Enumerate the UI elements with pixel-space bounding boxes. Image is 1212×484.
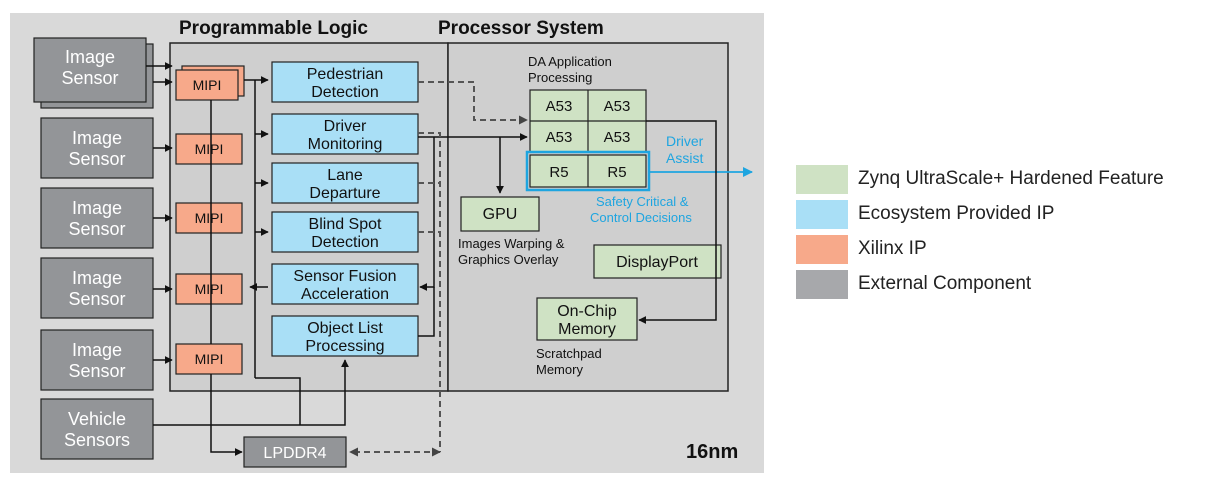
gpu-block: GPU [460,196,540,232]
legend-label: Xilinx IP [858,238,927,259]
sensor-fusion-acceleration-block: Sensor Fusion Acceleration [271,263,419,305]
gpu-caption: Images Warping & [458,236,565,251]
lpddr4-label: LPDDR4 [263,445,326,462]
driver-assist-label: Assist [666,150,703,166]
lane-departure-block: Lane Departure [271,162,419,204]
legend-swatch-ecosystem [796,200,848,229]
legend-swatch-hardened [796,165,848,194]
mipi-label: MIPI [195,141,224,157]
sensor-label: Image [72,198,122,218]
legend-swatch-xilinx [796,235,848,264]
sensor-1-stack [33,37,154,109]
mipi-label: MIPI [195,281,224,297]
ip-label: Pedestrian [307,66,384,83]
sensor-label: Sensor [68,219,125,239]
sensor-label: Image [65,47,115,67]
ip-label: Acceleration [301,286,389,303]
mipi-label: MIPI [195,351,224,367]
gpu-label: GPU [483,206,518,223]
sensor-to-mipi-arrows [146,62,173,364]
r5-core-pair: R5 R5 [525,150,651,192]
processor-system-title: Processor System [438,18,604,39]
driver-assist-label: Driver [666,133,704,149]
mipi-label: MIPI [195,210,224,226]
image-sensor-1: Image Sensor [61,47,118,88]
ip-to-ps-connections [418,133,528,337]
driver-monitoring-block: Driver Monitoring [271,113,419,155]
legend-label: External Component [858,273,1032,294]
process-node-label: 16nm [686,441,738,463]
mipi-label: MIPI [193,77,222,93]
safety-critical-label: Control Decisions [590,210,692,225]
on-chip-memory-label: Memory [558,321,616,338]
r5-core-label: R5 [549,164,568,181]
on-chip-memory-label: On-Chip [557,303,617,320]
a53-core-label: A53 [546,98,573,115]
scratchpad-caption: Scratchpad [536,346,602,361]
dashed-connections [349,81,528,457]
sensor-label: Sensor [68,149,125,169]
blind-spot-detection-block: Blind Spot Detection [271,211,419,253]
legend-item: Zynq UltraScale+ Hardened Feature [796,165,1206,200]
ip-label: Detection [311,234,379,251]
legend-item: Xilinx IP [796,235,1206,270]
sensor-label: Image [72,128,122,148]
ip-label: Blind Spot [309,216,382,233]
a53-core-label: A53 [604,129,631,146]
sensor-label: Image [72,268,122,288]
mipi-block-4: MIPI [175,273,243,305]
displayport-label: DisplayPort [616,254,698,271]
legend: Zynq UltraScale+ Hardened Feature Ecosys… [796,165,1206,305]
image-sensor-5: Image Sensor [40,329,154,391]
object-list-processing-block: Object List Processing [271,315,419,357]
image-sensor-3: Image Sensor [40,187,154,249]
programmable-logic-title: Programmable Logic [179,18,368,39]
da-application-label: Processing [528,70,592,85]
cpu-to-memory-connection [638,120,717,324]
vehicle-sensors: Vehicle Sensors [40,398,154,460]
ip-label: Monitoring [308,136,383,153]
image-sensor-4: Image Sensor [40,257,154,319]
sensor-label: Sensor [61,68,118,88]
a53-core-label: A53 [604,98,631,115]
legend-swatch-external [796,270,848,299]
mipi-bus-lines [153,76,349,456]
ip-label: Departure [309,185,380,202]
ip-label: Processing [305,338,384,355]
ip-label: Driver [324,118,367,135]
a53-core-grid: A53 A53 A53 A53 [529,89,647,153]
pedestrian-detection-block: Pedestrian Detection [271,61,419,103]
legend-label: Zynq UltraScale+ Hardened Feature [858,168,1164,189]
mipi-block-5: MIPI [175,343,243,375]
image-sensor-2: Image Sensor [40,117,154,179]
ip-label: Lane [327,167,363,184]
sensor-label: Vehicle [68,409,126,429]
mipi-block-2: MIPI [175,133,243,165]
gpu-caption: Graphics Overlay [458,252,559,267]
scratchpad-caption: Memory [536,362,583,377]
sensor-label: Image [72,340,122,360]
legend-item: Ecosystem Provided IP [796,200,1206,235]
sensor-label: Sensors [64,430,130,450]
legend-label: Ecosystem Provided IP [858,203,1055,224]
displayport-block: DisplayPort [593,244,722,279]
mipi-block-1: MIPI [175,65,245,101]
safety-critical-label: Safety Critical & [596,194,689,209]
ip-label: Detection [311,84,379,101]
on-chip-memory-block: On-Chip Memory [536,297,638,341]
sensor-label: Sensor [68,289,125,309]
ip-label: Sensor Fusion [293,268,396,285]
mipi-block-3: MIPI [175,202,243,234]
lpddr4-block: LPDDR4 [243,436,347,468]
a53-core-label: A53 [546,129,573,146]
ip-label: Object List [307,320,383,337]
sensor-label: Sensor [68,361,125,381]
da-application-label: DA Application [528,54,612,69]
legend-item: External Component [796,270,1206,305]
r5-core-label: R5 [607,164,626,181]
